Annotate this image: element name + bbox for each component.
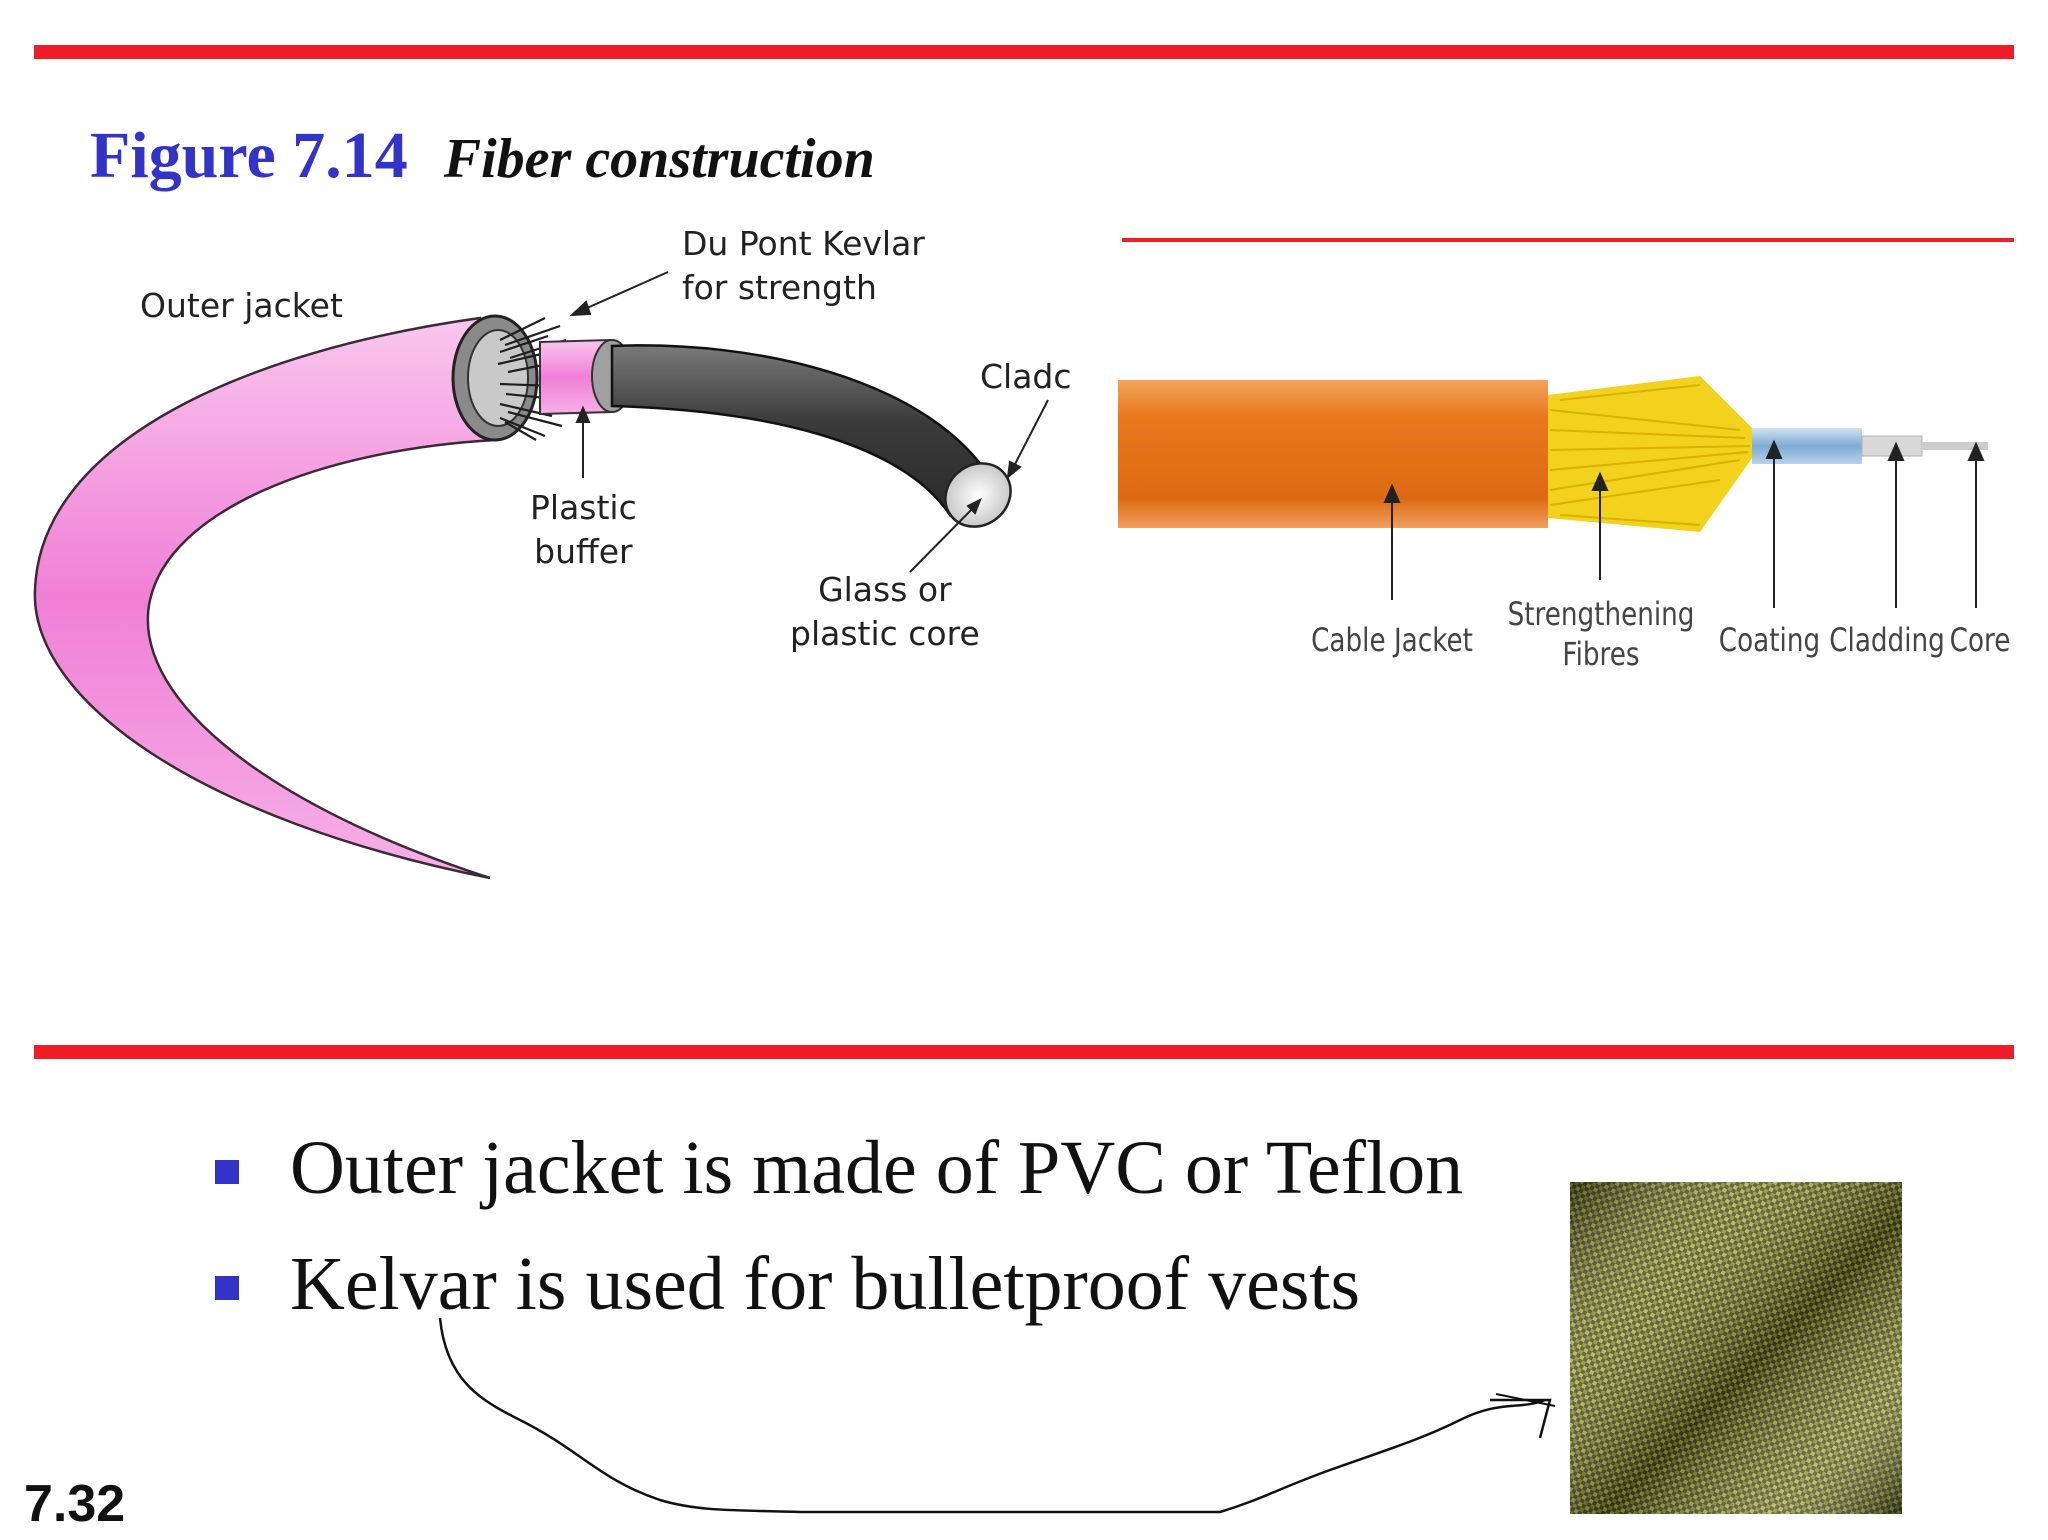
figure-caption: Fiber construction (443, 128, 875, 190)
cladding-label-left: Cladc (980, 357, 1072, 396)
fiber-construction-diagram (33, 271, 1049, 880)
figure-title: Figure 7.14 Fiber construction (90, 118, 875, 194)
fibre-strands (1549, 384, 1751, 526)
cable-jacket-label: Cable Jacket (1311, 621, 1473, 659)
plastic-buffer-label: Plastic buffer (530, 488, 637, 571)
middle-rule (34, 1045, 2014, 1059)
bullet-square-icon (215, 1160, 239, 1184)
bullet-square-icon (215, 1276, 239, 1300)
glass-core-end (944, 462, 1012, 528)
handwritten-arrow (438, 1317, 1556, 1514)
cladding-shape (610, 344, 987, 518)
strengthening-fibres-label: Strengthening Fibres (1507, 595, 1695, 673)
core-shape (1922, 442, 1988, 450)
top-rule (34, 45, 2014, 59)
outer-jacket-shape (33, 316, 497, 880)
cladding-label-right: Cladding (1829, 621, 1945, 659)
bullet-item: Outer jacket is made of PVC or Teflon (210, 1110, 1463, 1226)
bullet-list: Outer jacket is made of PVC or Teflon Ke… (210, 1110, 1463, 1342)
bullet-item: Kelvar is used for bulletproof vests (210, 1226, 1463, 1342)
figure-number: Figure 7.14 (90, 119, 408, 192)
cable-jacket-shape (1118, 380, 1548, 528)
coating-label: Coating (1718, 621, 1821, 659)
right-panel-rule (1122, 238, 2014, 242)
core-label-right: Core (1949, 621, 2011, 659)
kevlar-fabric-image (1570, 1182, 1902, 1514)
cable-layers-diagram (1118, 376, 1988, 608)
outer-jacket-label: Outer jacket (140, 286, 343, 325)
slide-number: 7.32 (24, 1475, 126, 1533)
kevlar-label: Du Pont Kevlar for strength (682, 224, 925, 307)
core-label: Glass or plastic core (790, 570, 980, 653)
